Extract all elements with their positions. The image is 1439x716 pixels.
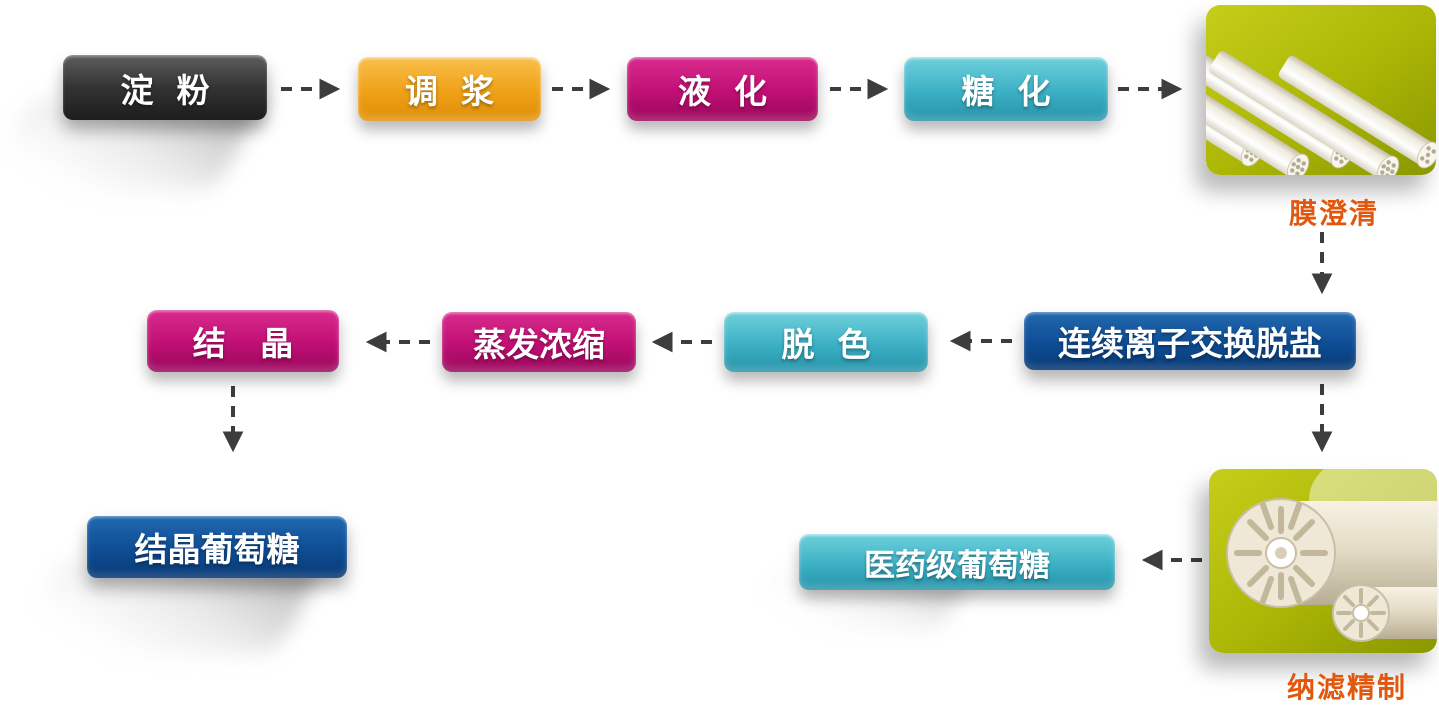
node-crystalline-glucose: 结晶葡萄糖 [87,516,347,578]
node-liquefaction: 液 化 [627,57,818,121]
node-ion-exchange: 连续离子交换脱盐 [1024,312,1356,370]
node-pharma-glucose: 医药级葡萄糖 [799,534,1115,590]
node-decolorization: 脱 色 [724,312,928,372]
node-crystallization: 结 晶 [147,310,339,372]
node-saccharification: 糖 化 [904,57,1108,121]
ceramic-membrane-tubes-illustration [1206,5,1436,175]
node-slurry: 调 浆 [358,57,541,121]
node-evaporation: 蒸发浓缩 [442,312,636,372]
spiral-wound-membrane-illustration [1209,469,1437,653]
caption-nanofiltration-refining: 纳滤精制 [1286,671,1407,704]
node-starch: 淀 粉 [63,55,267,120]
nanofiltration-photo [1209,469,1437,653]
caption-membrane-clarification: 膜澄清 [1288,197,1379,230]
membrane-clarification-photo [1206,5,1436,175]
